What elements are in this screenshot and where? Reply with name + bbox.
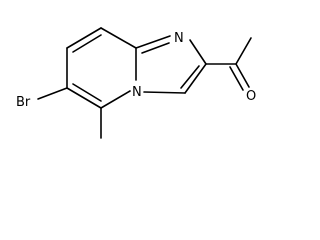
bond-acetyl-methyl — [235, 37, 252, 65]
bond-carbonyl-outer — [235, 63, 250, 88]
bridgehead-nitrogen-label: N — [132, 85, 142, 100]
bromine-label: Br — [16, 95, 31, 110]
bond-carbonyl-inner — [229, 66, 244, 91]
molecule-drawing: Br N N O — [16, 27, 256, 139]
carbonyl-oxygen-label: O — [246, 89, 256, 104]
bond-c8-c7-inner — [72, 34, 102, 53]
bond-c5-n4 — [100, 90, 131, 109]
bond-c6-c5-inner — [72, 83, 102, 102]
bond-c8a-n1 — [135, 35, 171, 49]
bond-c6-c5 — [66, 87, 102, 109]
bond-c2-c3 — [184, 63, 207, 94]
ring-nitrogen-top-label: N — [174, 31, 184, 46]
bond-n1-c2 — [189, 39, 207, 65]
bond-c8-c8a — [100, 27, 137, 49]
structure-canvas: Br N N O — [16, 27, 257, 139]
bond-c3-n4 — [143, 91, 186, 94]
bond-c8-c7 — [66, 27, 102, 49]
bond-c8a-n1-inner — [141, 42, 170, 54]
bond-c6-br — [37, 87, 68, 100]
bond-c2-c3-inner — [180, 65, 200, 89]
